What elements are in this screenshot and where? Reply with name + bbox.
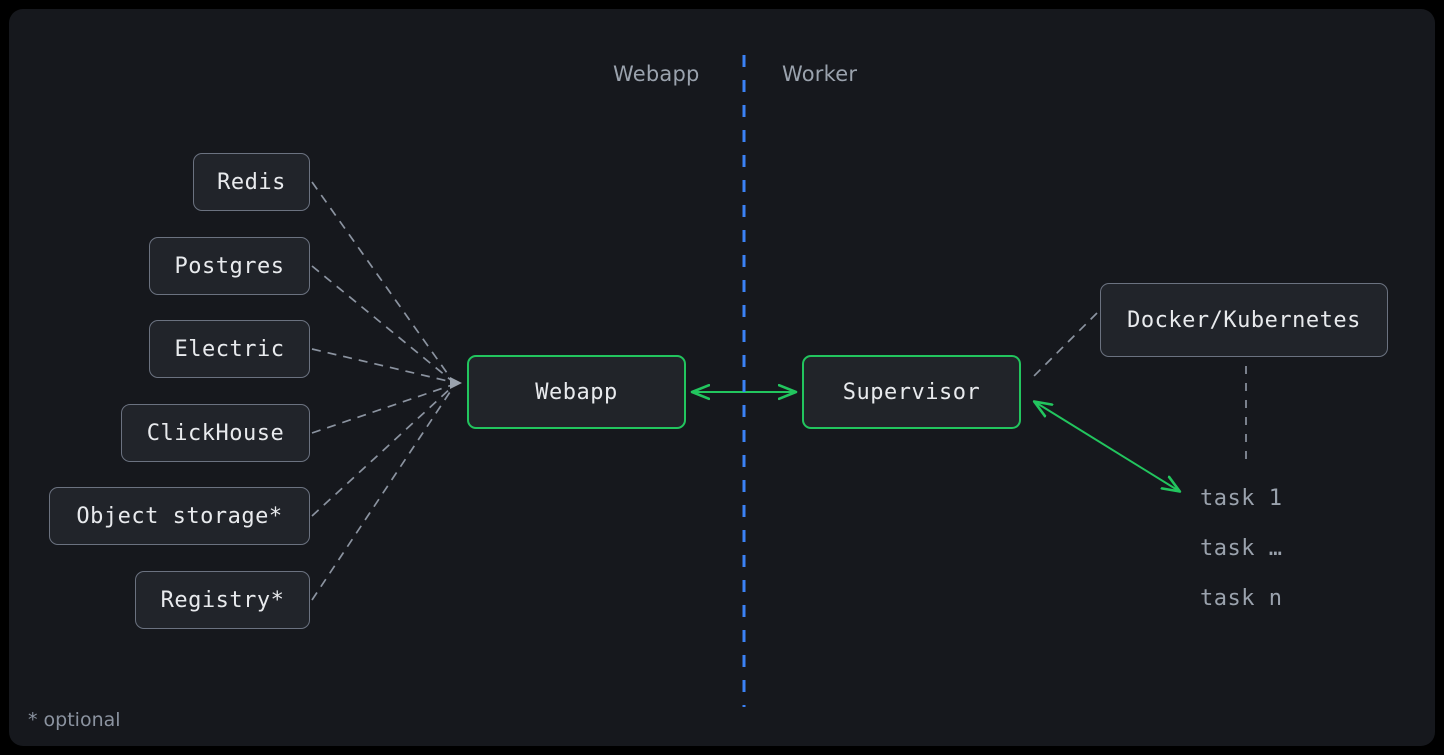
node-webapp[interactable]: Webapp	[467, 355, 686, 429]
node-label: Docker/Kubernetes	[1127, 307, 1361, 333]
zone-label-worker: Worker	[782, 62, 858, 86]
node-electric[interactable]: Electric	[149, 320, 310, 378]
task-item-n: task n	[1200, 586, 1283, 611]
node-orchestrator[interactable]: Docker/Kubernetes	[1100, 283, 1388, 357]
node-label: Postgres	[174, 253, 285, 279]
node-label: Electric	[174, 336, 285, 362]
node-label: Registry*	[160, 587, 285, 613]
zone-label-webapp: Webapp	[613, 62, 700, 86]
node-object-storage[interactable]: Object storage*	[49, 487, 310, 545]
node-label: Webapp	[535, 379, 618, 405]
node-postgres[interactable]: Postgres	[149, 237, 310, 295]
node-supervisor[interactable]: Supervisor	[802, 355, 1021, 429]
node-redis[interactable]: Redis	[193, 153, 310, 211]
optional-footnote: * optional	[28, 709, 121, 731]
node-label: Supervisor	[842, 379, 981, 405]
node-clickhouse[interactable]: ClickHouse	[121, 404, 310, 462]
node-registry[interactable]: Registry*	[135, 571, 310, 629]
node-label: ClickHouse	[146, 420, 285, 446]
node-label: Object storage*	[76, 503, 283, 529]
task-item-ellipsis: task …	[1200, 536, 1283, 561]
task-item-1: task 1	[1200, 486, 1283, 511]
node-label: Redis	[217, 169, 286, 195]
